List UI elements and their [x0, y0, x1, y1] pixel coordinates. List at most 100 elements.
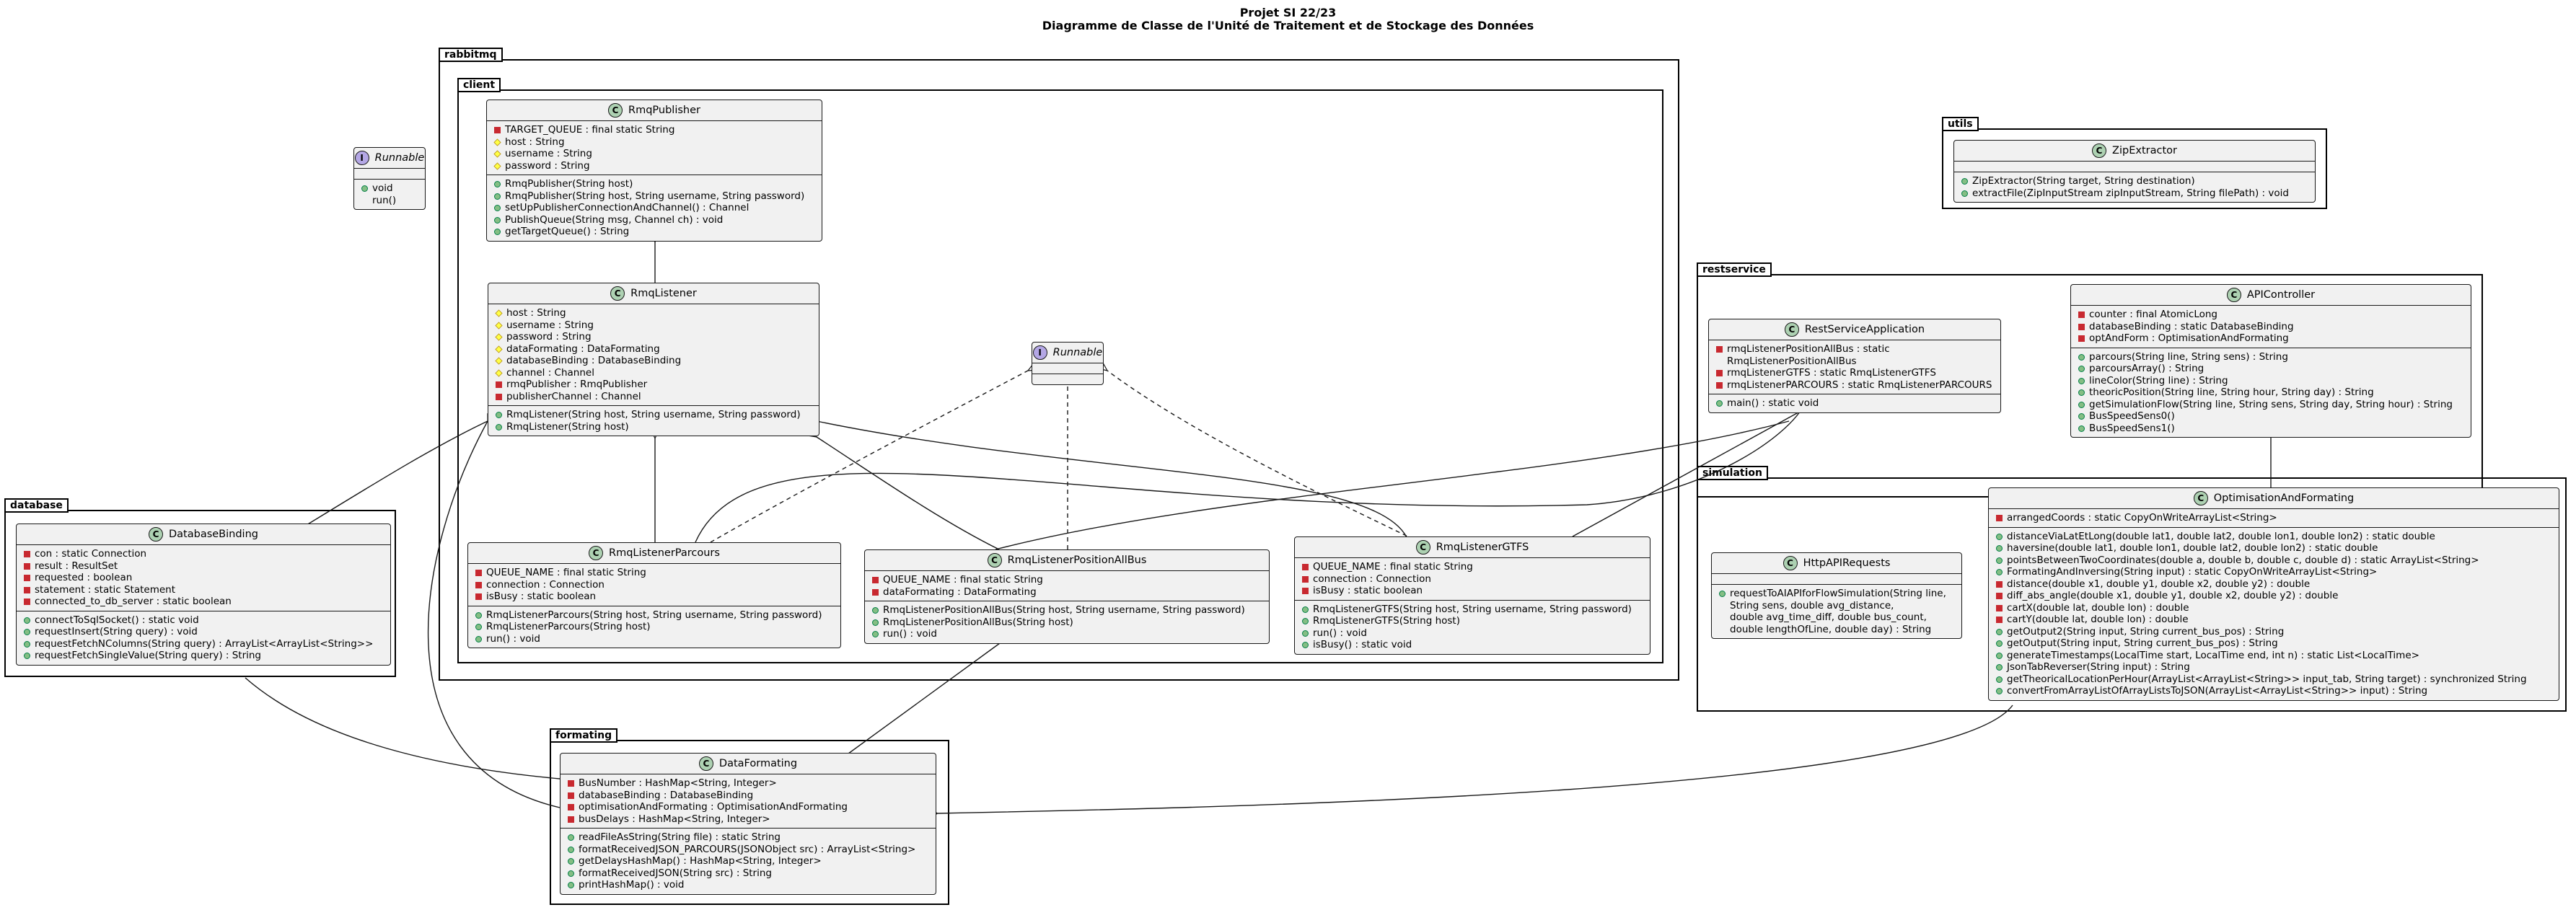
field-text: QUEUE_NAME : final static String	[1313, 561, 1473, 573]
class-field: username : String	[495, 319, 813, 332]
class-field: connection : Connection	[475, 579, 835, 591]
method-text: PublishQueue(String msg, Channel ch) : v…	[505, 213, 724, 226]
private-visibility-icon	[1996, 515, 2003, 521]
class-method: run() : void	[475, 633, 835, 645]
class-name: ZipExtractor	[2112, 145, 2177, 156]
field-text: arrangedCoords : static CopyOnWriteArray…	[2007, 512, 2277, 524]
protected-visibility-icon	[493, 150, 501, 158]
class-method: RmqListener(String host, String username…	[496, 409, 813, 421]
method-text: BusSpeedSens0()	[2089, 410, 2175, 422]
protected-visibility-icon	[493, 138, 501, 146]
class-method: setUpPublisherConnectionAndChannel() : C…	[494, 202, 816, 214]
class-field: publisherChannel : Channel	[496, 391, 813, 403]
interface-stereotype-icon: I	[354, 151, 369, 165]
field-text: requested : boolean	[35, 572, 133, 583]
class-method: PublishQueue(String msg, Channel ch) : v…	[494, 214, 816, 226]
method-text: requestInsert(String query) : void	[35, 626, 198, 637]
interface-stereotype-icon: I	[1032, 345, 1047, 360]
private-visibility-icon	[872, 577, 879, 583]
class-name: DatabaseBinding	[169, 529, 258, 540]
class-field: optimisationAndFormating : OptimisationA…	[568, 801, 930, 813]
class-field: rmqPublisher : RmqPublisher	[496, 379, 813, 391]
field-text: rmqPublisher : RmqPublisher	[506, 379, 648, 390]
class-method: getSimulationFlow(String line, String se…	[2078, 399, 2465, 411]
public-visibility-icon	[872, 607, 879, 614]
field-text: con : static Connection	[35, 548, 147, 560]
class-method: BusSpeedSens1()	[2078, 423, 2465, 435]
private-visibility-icon	[1716, 370, 1723, 376]
private-visibility-icon	[475, 581, 482, 588]
field-text: statement : static Statement	[35, 583, 176, 596]
class-field: rmqListenerPositionAllBus : static RmqLi…	[1716, 343, 1995, 367]
class-method: getOutput2(String input, String current_…	[1996, 626, 2553, 638]
field-text: connection : Connection	[1313, 573, 1431, 585]
method-text: RmqPublisher(String host)	[505, 178, 633, 190]
class-method: convertFromArrayListOfArrayListsToJSON(A…	[1996, 685, 2553, 697]
public-visibility-icon	[475, 635, 482, 642]
methods-section: requestToAIAPIforFlowSimulation(String l…	[1712, 585, 1961, 638]
public-visibility-icon	[496, 423, 502, 430]
private-visibility-icon	[24, 598, 30, 605]
class-stereotype-icon: C	[608, 103, 623, 118]
method-text: RmqListener(String host)	[506, 420, 629, 433]
package-label: database	[4, 498, 69, 513]
methods-section: RmqListenerGTFS(String host, String user…	[1295, 601, 1650, 654]
public-visibility-icon	[24, 653, 30, 659]
class-field: isBusy : static boolean	[1302, 585, 1644, 597]
field-text: BusNumber : HashMap<String, Integer>	[579, 777, 777, 789]
class-field: BusNumber : HashMap<String, Integer>	[568, 777, 930, 790]
class-stereotype-icon: C	[1415, 540, 1430, 555]
field-text: rmqListenerPositionAllBus : static RmqLi…	[1727, 343, 1893, 367]
class-method: RmqListenerGTFS(String host)	[1302, 615, 1644, 627]
field-text: dataFormating : DataFormating	[506, 343, 660, 355]
field-text: publisherChannel : Channel	[506, 390, 641, 402]
public-visibility-icon	[494, 193, 501, 200]
method-text: JsonTabReverser(String input) : String	[2007, 661, 2190, 673]
class-name: OptimisationAndFormating	[2213, 492, 2355, 504]
methods-section: main() : static void	[1709, 394, 2000, 412]
protected-visibility-icon	[493, 162, 501, 170]
field-text: TARGET_QUEUE : final static String	[505, 124, 675, 136]
class-method: cartY(double lat, double lon) : double	[1996, 614, 2553, 626]
public-visibility-icon	[1996, 628, 2003, 635]
method-text: setUpPublisherConnectionAndChannel() : C…	[505, 202, 749, 213]
class-field: con : static Connection	[24, 548, 384, 560]
class-field: username : String	[493, 148, 816, 160]
field-text: host : String	[505, 136, 565, 148]
class-method: RmqListenerPositionAllBus(String host, S…	[872, 604, 1263, 617]
public-visibility-icon	[494, 229, 501, 235]
class-method: JsonTabReverser(String input) : String	[1996, 661, 2553, 673]
private-visibility-icon	[568, 780, 574, 787]
class-method: FormatingAndInversing(String input) : st…	[1996, 566, 2553, 578]
public-visibility-icon	[2078, 366, 2085, 372]
field-text: rmqListenerPARCOURS : static RmqListener…	[1727, 379, 1992, 391]
public-visibility-icon	[1996, 640, 2003, 647]
field-text: rmqListenerGTFS : static RmqListenerGTFS	[1727, 367, 1936, 379]
public-visibility-icon	[1302, 630, 1309, 637]
method-text: connectToSqlSocket() : static void	[35, 614, 199, 626]
method-text: RmqListenerGTFS(String host)	[1313, 615, 1460, 627]
class-stereotype-icon: C	[2226, 288, 2241, 302]
class-field: TARGET_QUEUE : final static String	[494, 124, 816, 136]
